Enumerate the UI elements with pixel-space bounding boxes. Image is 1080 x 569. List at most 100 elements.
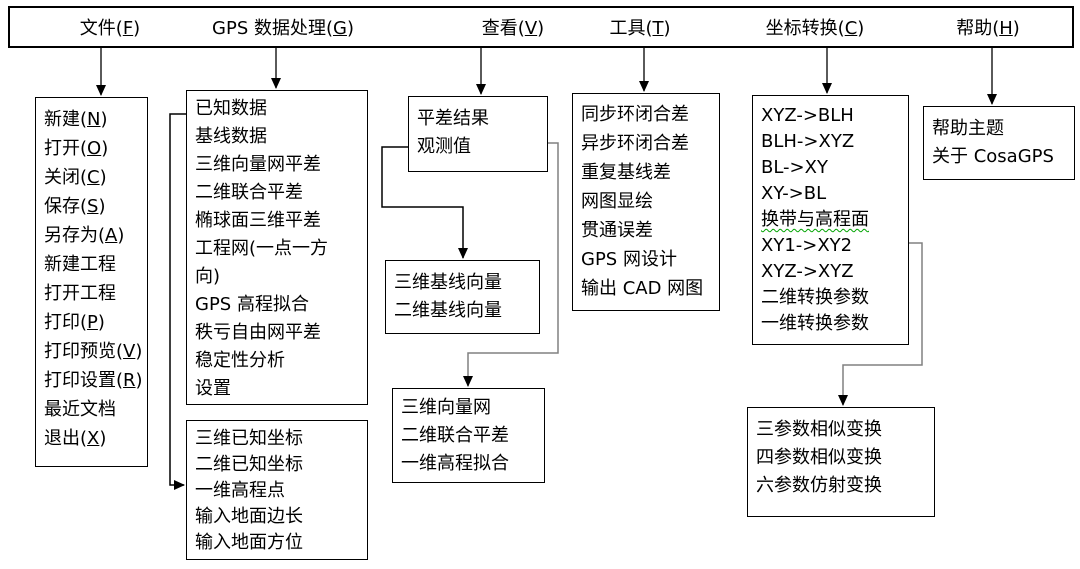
- menu-item: 打印预览(V): [36, 337, 147, 366]
- menu-item: 输入地面方位: [195, 532, 303, 553]
- menu-item-part: ): [101, 138, 109, 159]
- menu-item: 保存(S): [36, 192, 147, 221]
- menu-item: 三参数相似变换: [756, 419, 882, 440]
- menu-item: 三维向量网: [401, 397, 491, 418]
- menu-item: 打印(P): [36, 308, 147, 337]
- transform-params-submenu-box: 三参数相似变换四参数相似变换六参数仿射变换: [747, 407, 935, 517]
- menu-item-part: 打印预览(: [44, 341, 124, 362]
- menu-item-part: C: [87, 167, 100, 188]
- menu-item: 二维联合平差: [401, 425, 509, 446]
- menu-item: 四参数相似变换: [756, 447, 882, 468]
- menu-item: XY1->XY2: [761, 235, 853, 256]
- menu-item: 二维已知坐标: [195, 454, 303, 475]
- menu-label-part: ): [1012, 18, 1020, 39]
- menu-item: 工程网(一点一方: [195, 238, 329, 259]
- menu-shortcut-key: F: [122, 18, 134, 39]
- menu-item-part: ): [99, 167, 107, 188]
- menu-item-part: ): [98, 196, 106, 217]
- connector-gps-known-data: [169, 113, 186, 490]
- menu-item: 新建(N): [36, 105, 147, 134]
- menu-item: 新建工程: [44, 254, 116, 275]
- help-menu-box: 帮助主题关于 CosaGPS: [923, 106, 1075, 180]
- menu-label-part: 帮助(: [956, 18, 1000, 39]
- menu-label-part: ): [857, 18, 865, 39]
- menu-item: 二维联合平差: [195, 182, 303, 203]
- menu-item-part: 退出(: [44, 428, 88, 449]
- menu-item: 打开工程: [44, 283, 116, 304]
- menu-item: 三维已知坐标: [195, 428, 303, 449]
- menu-item: 一维高程拟合: [401, 453, 509, 474]
- menu-item: XY->BL: [761, 183, 827, 204]
- menu-item: 观测值: [417, 136, 471, 157]
- menu-shortcut-key: T: [652, 18, 664, 39]
- menu-item-part: 新建(: [44, 109, 88, 130]
- menu-item: BLH->XYZ: [761, 131, 855, 152]
- menu-shortcut-key: G: [333, 18, 347, 39]
- menu-item: 退出(X): [36, 424, 147, 453]
- menu-item: 网图显绘: [581, 191, 653, 212]
- menu-item: 换带与高程面: [761, 209, 869, 230]
- menu-item-part: ): [99, 428, 107, 449]
- menu-item: 打印设置(R): [36, 366, 147, 395]
- menu-item-part: ): [100, 109, 108, 130]
- file-menu-box: 新建(N)打开(O)关闭(C)保存(S)另存为(A)新建工程打开工程打印(P)打…: [35, 97, 148, 467]
- menu-item: 重复基线差: [581, 162, 671, 183]
- menu-item-part: 打印设置(: [44, 370, 124, 391]
- menu-item: XYZ->XYZ: [761, 261, 854, 282]
- menu-item-part: X: [87, 428, 100, 449]
- menu-label-part: ): [133, 18, 141, 39]
- menu-item: 椭球面三维平差: [195, 210, 321, 231]
- gps-processing-menu-box: 已知数据基线数据三维向量网平差二维联合平差椭球面三维平差工程网(一点一方向) GP…: [186, 90, 368, 405]
- menu-item: 异步环闭合差: [581, 133, 689, 154]
- menu-item: 平差结果: [417, 108, 489, 129]
- menu-item-part: 另存为(: [44, 225, 106, 246]
- menu-gps-processing: GPS 数据处理(G): [212, 14, 354, 40]
- menu-item: 秩亏自由网平差: [195, 322, 321, 343]
- menu-item: 三维向量网平差: [195, 154, 321, 175]
- menu-item: 打开(O): [36, 134, 147, 163]
- menu-item: 向): [195, 266, 221, 287]
- menu-item: BL->XY: [761, 157, 828, 178]
- menu-item-part: ): [135, 370, 143, 391]
- menu-label-part: 文件(: [79, 18, 123, 39]
- menu-item-part: O: [87, 138, 102, 159]
- menu-label-part: 工具(: [609, 18, 653, 39]
- menu-file: 文件(F): [80, 14, 140, 40]
- menu-item-part: R: [123, 370, 136, 391]
- menu-item: 六参数仿射变换: [756, 475, 882, 496]
- menu-item: 基线数据: [195, 126, 267, 147]
- menu-item-part: S: [87, 196, 99, 217]
- menu-item: XYZ->BLH: [761, 105, 854, 126]
- menu-item: 帮助主题: [932, 118, 1004, 139]
- menu-item: 贯通误差: [581, 220, 653, 241]
- menu-item-part: N: [87, 109, 101, 130]
- menu-item-part: 关闭(: [44, 167, 88, 188]
- menu-label-part: 查看(: [481, 18, 525, 39]
- menu-item: 最近文档: [44, 399, 116, 420]
- menu-item: 输入地面边长: [195, 506, 303, 527]
- menu-item: 三维基线向量: [394, 272, 502, 293]
- menu-item-part: A: [105, 225, 118, 246]
- menu-item-part: ): [135, 341, 143, 362]
- menu-item: 输出 CAD 网图: [581, 278, 704, 299]
- menu-item: 一维转换参数: [761, 313, 869, 334]
- menu-view: 查看(V): [482, 14, 544, 40]
- menu-shortcut-key: C: [844, 18, 858, 39]
- menu-item: 一维高程点: [195, 480, 285, 501]
- menu-item-part: P: [87, 312, 98, 333]
- menu-tools: 工具(T): [609, 14, 670, 40]
- menu-label-part: GPS 数据处理(: [212, 18, 333, 39]
- menu-label-part: ): [537, 18, 545, 39]
- view-menu-box: 平差结果观测值: [408, 96, 548, 172]
- menu-item: 关闭(C): [36, 163, 147, 192]
- menu-shortcut-key: H: [999, 18, 1013, 39]
- menu-item: GPS 高程拟合: [195, 294, 309, 315]
- menu-help: 帮助(H): [956, 14, 1020, 40]
- menu-shortcut-key: V: [524, 18, 538, 39]
- menu-item: 已知数据: [195, 98, 267, 119]
- menu-item: GPS 网设计: [581, 249, 677, 270]
- menu-item-part: V: [123, 341, 136, 362]
- menu-item-part: 打开(: [44, 138, 88, 159]
- adjustment-results-submenu-box: 三维向量网二维联合平差一维高程拟合: [392, 388, 545, 483]
